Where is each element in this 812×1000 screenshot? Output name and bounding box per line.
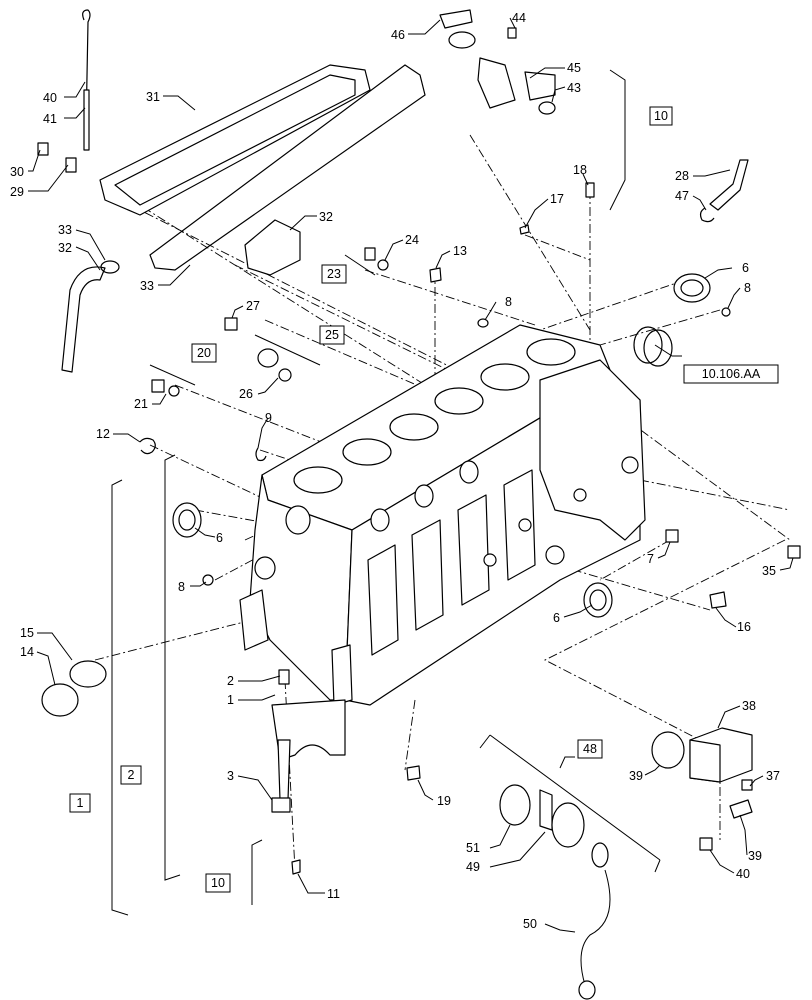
callout-8-top: 8 [505,295,512,309]
loose-parts [37,9,801,1000]
ref-48: 48 [583,742,597,756]
callout-6-left: 6 [216,531,223,545]
callout-34: 32 [58,241,72,255]
callout-15: 15 [20,626,34,640]
callout-8-left: 8 [178,580,185,594]
callout-43: 43 [567,81,581,95]
callout-46: 46 [391,28,405,42]
callout-26: 26 [239,387,253,401]
callout-7: 7 [647,552,654,566]
callout-30: 30 [10,165,24,179]
callout-35: 33 [58,223,72,237]
ref-10-106-AA: 10.106.AA [702,367,761,381]
callout-8-right: 8 [744,281,751,295]
ref-10-top: 10 [654,109,668,123]
callout-4: 2 [227,674,234,688]
ref-25: 25 [325,328,339,342]
callout-31: 31 [146,90,160,104]
ref-23: 23 [327,267,341,281]
callout-16: 16 [737,620,751,634]
callout-33b: 33 [140,279,154,293]
reference-boxes: 10 23 25 20 10.106.AA 48 2 1 10 [69,106,779,893]
callout-3: 1 [227,693,234,707]
callout-37: 38 [742,699,756,713]
callout-36: 37 [766,769,780,783]
callout-13: 13 [453,244,467,258]
engine-block [239,324,646,706]
callout-labels: 40 41 31 30 29 33 32 31 33 32 32 46 44 4… [10,11,780,931]
callout-5: 3 [227,769,234,783]
callout-51b: 51 [466,841,480,855]
leader-lines [28,17,794,933]
callout-41: 40 [43,91,57,105]
callout-27: 27 [246,299,260,313]
callout-39b: 39 [748,849,762,863]
callout-40b: 40 [736,867,750,881]
ref-10-bottom: 10 [211,876,225,890]
callout-12: 12 [96,427,110,441]
callout-50b: 50 [523,917,537,931]
callout-21: 21 [134,397,148,411]
ref-2: 2 [128,768,135,782]
callout-11: 11 [327,887,340,901]
callout-38: 39 [629,769,643,783]
callout-47: 47 [675,189,689,203]
callout-45: 45 [567,61,581,75]
callout-14: 14 [20,645,34,659]
ref-1: 1 [77,796,84,810]
brackets [111,69,661,916]
callout-49b: 49 [466,860,480,874]
callout-19: 19 [437,794,451,808]
callout-18: 18 [573,163,587,177]
callout-29: 29 [10,185,24,199]
callout-42: 41 [43,112,57,126]
callout-6-bottom: 6 [553,611,560,625]
callout-24: 24 [405,233,419,247]
callout-6-right: 6 [742,261,749,275]
ref-20: 20 [197,346,211,360]
callout-22: 35 [762,564,776,578]
callout-32b: 32 [319,210,333,224]
callout-9: 9 [265,411,272,425]
callout-28: 28 [675,169,689,183]
callout-17: 17 [550,192,564,206]
callout-44: 44 [512,11,526,25]
